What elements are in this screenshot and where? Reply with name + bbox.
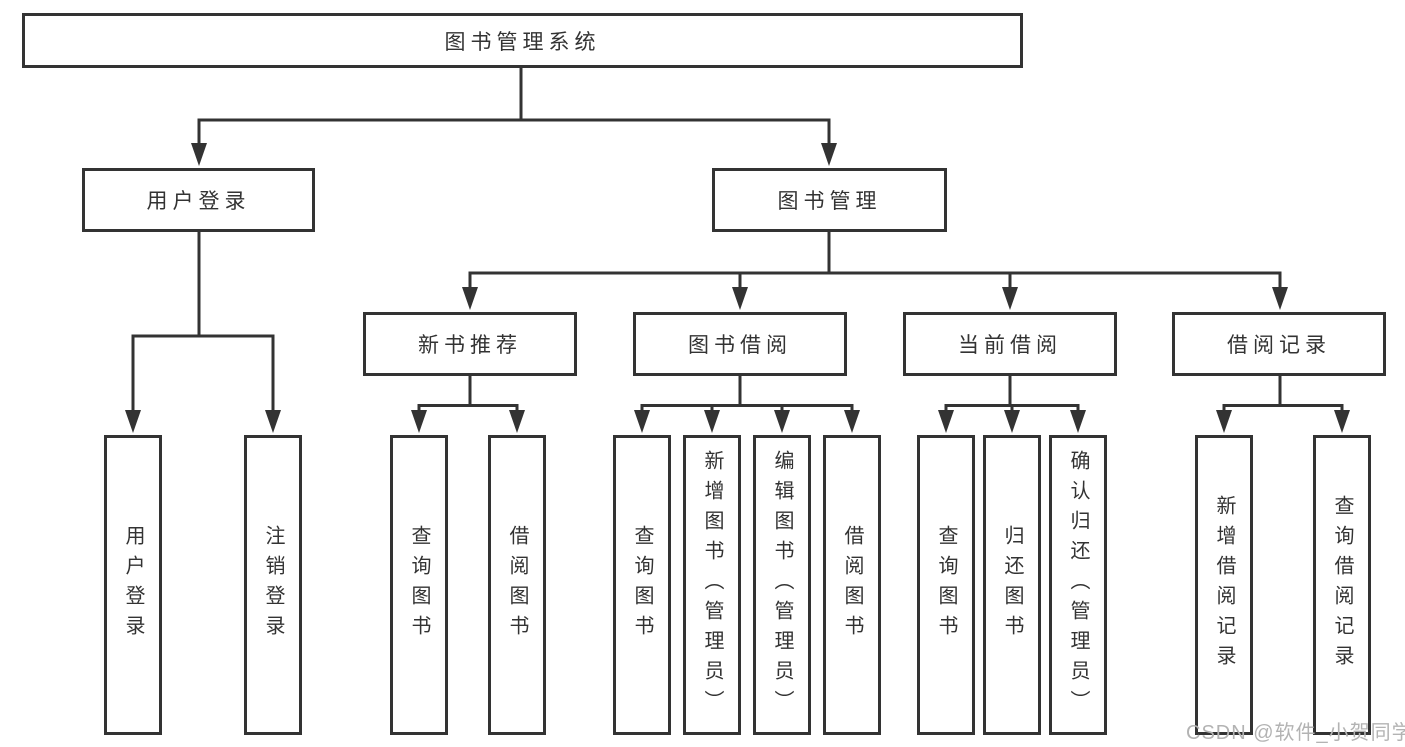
arrow-leaf-e2 — [1334, 410, 1350, 433]
node-current-borrow-label: 当前借阅 — [958, 334, 1062, 357]
arrow-leaf-a1 — [125, 410, 141, 433]
arrow-leaf-e1 — [1216, 410, 1232, 433]
leaf-query-books-borrow: 查询图书 — [613, 435, 671, 735]
arrow-leaf-c3 — [774, 410, 790, 433]
leaf-add-book-admin-label: 新增图书（管理员） — [701, 450, 723, 720]
node-new-book-recommend-label: 新书推荐 — [418, 334, 522, 357]
leaf-logout-label: 注销登录 — [262, 525, 284, 645]
leaf-add-borrow-record-label: 新增借阅记录 — [1213, 495, 1235, 675]
leaf-query-borrow-record: 查询借阅记录 — [1313, 435, 1371, 735]
csdn-watermark: CSDN @软件_小贺同学 — [1186, 722, 1405, 744]
leaf-query-books-current-label: 查询图书 — [935, 525, 957, 645]
arrow-leaf-d2 — [1004, 410, 1020, 433]
leaf-query-books-recommend: 查询图书 — [390, 435, 448, 735]
leaf-add-borrow-record: 新增借阅记录 — [1195, 435, 1253, 735]
leaf-borrow-books-recommend-label: 借阅图书 — [506, 525, 528, 645]
arrow-to-book-management — [821, 143, 837, 166]
leaf-query-books-current: 查询图书 — [917, 435, 975, 735]
leaf-logout: 注销登录 — [244, 435, 302, 735]
leaf-query-books-borrow-label: 查询图书 — [631, 525, 653, 645]
node-borrow-records-label: 借阅记录 — [1227, 334, 1331, 357]
arrow-leaf-a2 — [265, 410, 281, 433]
arrow-leaf-d1 — [938, 410, 954, 433]
node-borrow-records: 借阅记录 — [1172, 312, 1386, 376]
arrow-to-user-login — [191, 143, 207, 166]
arrow-leaf-b1 — [411, 410, 427, 433]
leaf-borrow-books-borrow-label: 借阅图书 — [841, 525, 863, 645]
leaf-borrow-books-borrow: 借阅图书 — [823, 435, 881, 735]
leaf-query-books-recommend-label: 查询图书 — [408, 525, 430, 645]
node-book-borrow-label: 图书借阅 — [688, 334, 792, 357]
leaf-add-book-admin: 新增图书（管理员） — [683, 435, 741, 735]
arrow-to-records — [1272, 287, 1288, 310]
leaf-user-login: 用户登录 — [104, 435, 162, 735]
leaf-return-books: 归还图书 — [983, 435, 1041, 735]
arrow-to-borrow — [732, 287, 748, 310]
node-user-login-label: 用户登录 — [146, 190, 251, 213]
node-book-management-label: 图书管理 — [777, 190, 882, 213]
node-user-login: 用户登录 — [82, 168, 315, 232]
leaf-confirm-return-admin: 确认归还（管理员） — [1049, 435, 1107, 735]
leaf-borrow-books-recommend: 借阅图书 — [488, 435, 546, 735]
arrow-leaf-b2 — [509, 410, 525, 433]
arrow-leaf-d3 — [1070, 410, 1086, 433]
arrow-leaf-c4 — [844, 410, 860, 433]
leaf-return-books-label: 归还图书 — [1001, 525, 1023, 645]
node-new-book-recommend: 新书推荐 — [363, 312, 577, 376]
arrow-leaf-c2 — [704, 410, 720, 433]
leaf-user-login-label: 用户登录 — [122, 525, 144, 645]
arrow-to-current — [1002, 287, 1018, 310]
arrow-leaf-c1 — [634, 410, 650, 433]
node-book-management: 图书管理 — [712, 168, 947, 232]
leaf-edit-book-admin-label: 编辑图书（管理员） — [771, 450, 793, 720]
node-current-borrow: 当前借阅 — [903, 312, 1117, 376]
node-book-borrow: 图书借阅 — [633, 312, 847, 376]
leaf-query-borrow-record-label: 查询借阅记录 — [1331, 495, 1353, 675]
node-root: 图书管理系统 — [22, 13, 1023, 68]
leaf-confirm-return-admin-label: 确认归还（管理员） — [1067, 450, 1089, 720]
node-root-label: 图书管理系统 — [444, 30, 601, 54]
arrow-to-recommend — [462, 287, 478, 310]
leaf-edit-book-admin: 编辑图书（管理员） — [753, 435, 811, 735]
